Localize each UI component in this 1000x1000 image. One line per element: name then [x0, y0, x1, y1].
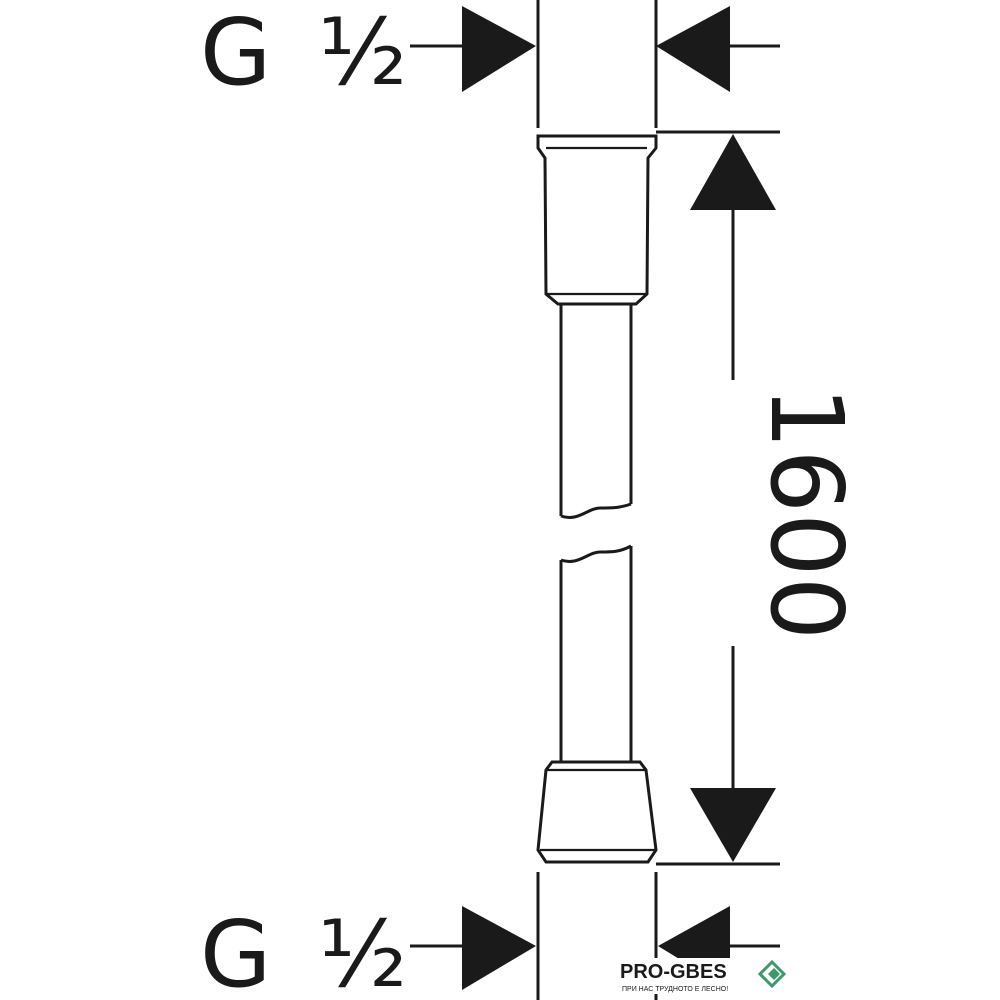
top-thread-size: ½ [318, 0, 407, 106]
top-right-arrowhead [656, 6, 730, 92]
bottom-nut [536, 760, 658, 864]
watermark-brand: PRO-GBES [620, 961, 727, 983]
bottom-thread-letter: G [200, 901, 271, 1000]
hose-assembly [536, 134, 658, 864]
dimension-arrowhead-down [690, 788, 776, 862]
top-nut [536, 134, 658, 306]
upper-break-line [560, 502, 632, 519]
lower-break-line [560, 544, 632, 563]
top-left-arrowhead [462, 6, 536, 92]
length-value: 1600 [748, 386, 865, 641]
hose-segment-lower [559, 544, 633, 762]
watermark-tagline: ПРИ НАС ТРУДНОТО Е ЛЕСНО! [622, 986, 728, 993]
bottom-thread-size: ½ [318, 901, 407, 1000]
hose-segment-upper [559, 304, 633, 519]
watermark: PRO-GBES ПРИ НАС ТРУДНОТО Е ЛЕСНО! [614, 958, 792, 994]
bottom-left-arrowhead [462, 906, 536, 990]
top-thread-dimension [410, 0, 780, 128]
dimension-arrowhead-up [690, 134, 776, 210]
diamond-logo-icon [757, 959, 787, 989]
top-thread-letter: G [200, 0, 271, 106]
length-dimension: 1600 [656, 130, 865, 866]
